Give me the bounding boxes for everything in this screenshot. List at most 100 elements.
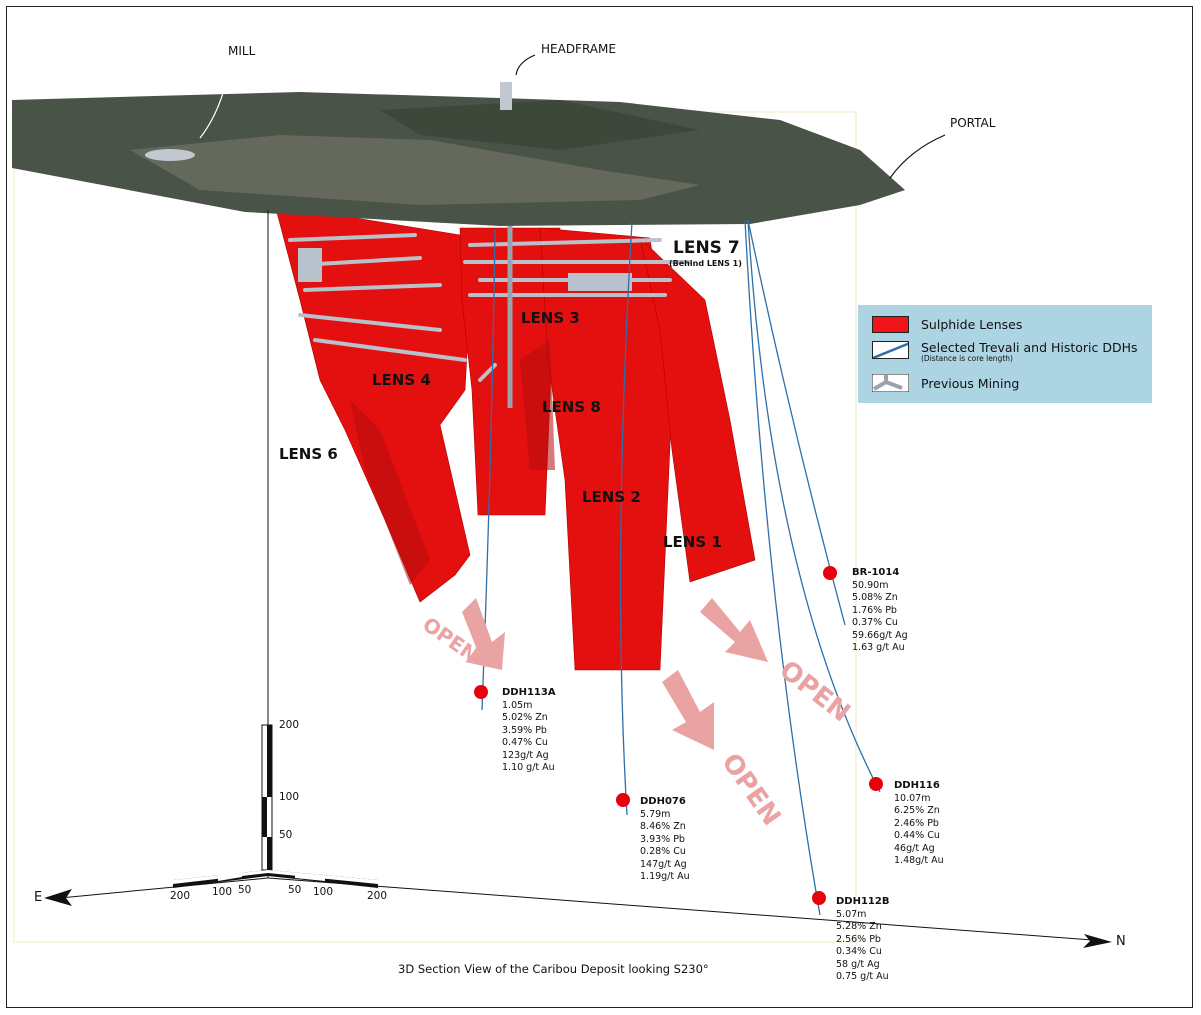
north-arrow-icon — [1083, 934, 1112, 948]
open-arrow-icon — [462, 598, 505, 670]
headframe-leader-arrow — [515, 54, 536, 76]
vertical-scale-tick: 50 — [279, 829, 293, 841]
vertical-scale-tick: 200 — [279, 719, 300, 731]
mill-leader-arrow — [199, 63, 231, 139]
north-axis-line — [267, 877, 1093, 941]
intercept-length: 1.05m — [502, 699, 533, 711]
intercept-length: 5.79m — [640, 808, 671, 820]
north-scale-tick: 200 — [367, 890, 388, 902]
silver-grade: 147g/t Ag — [640, 858, 687, 870]
drill-callout-ddh076: DDH076 5.79m 8.46% Zn 3.93% Pb 0.28% Cu … — [640, 796, 690, 884]
east-arrow-icon — [44, 889, 72, 906]
silver-grade: 46g/t Ag — [894, 842, 935, 854]
intercept-dot-ddh116 — [869, 777, 883, 791]
drill-hole-swatch-icon — [872, 341, 909, 359]
lead-grade: 1.76% Pb — [852, 604, 897, 616]
portal-leader-arrow — [889, 134, 946, 179]
lens-2-label: LENS 2 — [582, 488, 641, 506]
intercept-length: 50.90m — [852, 579, 889, 591]
silver-grade: 59.66g/t Ag — [852, 629, 908, 641]
lens-4-label: LENS 4 — [372, 371, 431, 389]
gold-grade: 1.10 g/t Au — [502, 762, 555, 773]
zinc-grade: 6.25% Zn — [894, 805, 940, 816]
drill-callout-br1014: BR-1014 50.90m 5.08% Zn 1.76% Pb 0.37% C… — [852, 567, 908, 655]
copper-grade: 0.44% Cu — [894, 830, 940, 841]
zinc-grade: 5.08% Zn — [852, 592, 898, 603]
north-scale-tick: 50 — [288, 884, 302, 896]
mining-swatch-icon — [872, 374, 909, 392]
drill-hole-ddh116 — [747, 219, 881, 793]
lens-7-note: (Behind LENS 1) — [669, 259, 742, 268]
lead-grade: 2.46% Pb — [894, 817, 939, 829]
copper-grade: 0.34% Cu — [836, 946, 882, 957]
drill-hole-name: DDH113A — [502, 687, 556, 698]
vertical-scale-bar — [261, 724, 273, 871]
zinc-grade: 5.28% Zn — [836, 921, 882, 932]
lens-1-label: LENS 1 — [663, 533, 722, 551]
previous-mining-workings — [288, 233, 692, 382]
north-direction-label: N — [1116, 934, 1126, 949]
lens-8-label: LENS 8 — [542, 398, 601, 416]
intercept-length: 5.07m — [836, 908, 867, 920]
copper-grade: 0.28% Cu — [640, 846, 686, 857]
lead-grade: 2.56% Pb — [836, 933, 881, 945]
east-scale-bar — [173, 870, 268, 888]
zinc-grade: 5.02% Zn — [502, 712, 548, 723]
drill-hole-name: DDH116 — [894, 780, 940, 791]
east-scale-tick: 100 — [212, 886, 233, 898]
legend-note: (Distance is core length) — [921, 354, 1013, 363]
legend-item-mining: Previous Mining — [872, 374, 1019, 392]
intercept-dot-ddh112b — [812, 891, 826, 905]
lens-shading — [350, 400, 430, 585]
lens-6-label: LENS 6 — [279, 445, 338, 463]
north-scale-tick: 100 — [313, 886, 334, 898]
copper-grade: 0.47% Cu — [502, 737, 548, 748]
lead-grade: 3.93% Pb — [640, 833, 685, 845]
legend-label: Previous Mining — [921, 375, 1020, 391]
portal-label: PORTAL — [950, 116, 996, 130]
intercept-dot-br1014 — [823, 566, 837, 580]
lead-grade: 3.59% Pb — [502, 724, 547, 736]
open-arrow-icon — [700, 598, 768, 662]
terrain-cleared-area — [130, 135, 700, 205]
open-arrow-icon — [662, 670, 714, 750]
legend-item-sulphide: Sulphide Lenses — [872, 316, 1022, 333]
mill-label: MILL — [228, 44, 256, 58]
north-scale-bar — [268, 870, 378, 888]
gold-grade: 0.75 g/t Au — [836, 971, 889, 982]
lens-7-label: LENS 7 — [673, 238, 740, 258]
terrain-forest — [380, 100, 700, 150]
headframe-label: HEADFRAME — [541, 42, 616, 56]
gold-grade: 1.19g/t Au — [640, 871, 690, 882]
legend-item-ddh: Selected Trevali and Historic DDHs (Dist… — [872, 341, 1138, 363]
gold-grade: 1.63 g/t Au — [852, 642, 905, 653]
copper-grade: 0.37% Cu — [852, 617, 898, 628]
headframe-structure — [500, 82, 512, 110]
legend-label: Sulphide Lenses — [921, 317, 1023, 332]
legend: Sulphide Lenses Selected Trevali and His… — [858, 305, 1152, 403]
lens-1-body — [639, 237, 756, 583]
silver-grade: 123g/t Ag — [502, 749, 549, 761]
lens-3-label: LENS 3 — [521, 309, 580, 327]
east-axis-line — [59, 877, 269, 899]
drill-hole-name: DDH112B — [836, 896, 890, 907]
sulphide-swatch-icon — [872, 316, 909, 333]
drill-callout-ddh116: DDH116 10.07m 6.25% Zn 2.46% Pb 0.44% Cu… — [894, 780, 944, 868]
drill-hole-name: BR-1014 — [852, 567, 900, 578]
drill-callout-ddh113a: DDH113A 1.05m 5.02% Zn 3.59% Pb 0.47% Cu… — [502, 687, 556, 775]
gold-grade: 1.48g/t Au — [894, 855, 944, 866]
drill-hole-name: DDH076 — [640, 796, 686, 807]
lens-shading — [520, 340, 555, 470]
east-direction-label: E — [34, 890, 43, 905]
intercept-dot-ddh113a — [474, 685, 488, 699]
intercept-dot-ddh076 — [616, 793, 630, 807]
figure-caption: 3D Section View of the Caribou Deposit l… — [398, 962, 709, 976]
east-scale-tick: 50 — [238, 884, 252, 896]
legend-label: Selected Trevali and Historic DDHs — [921, 340, 1138, 355]
drill-hole-ddh112b — [744, 219, 821, 916]
zinc-grade: 8.46% Zn — [640, 821, 686, 832]
mill-building — [145, 149, 195, 161]
drill-hole-ddh076 — [619, 221, 633, 816]
drill-callout-ddh112b: DDH112B 5.07m 5.28% Zn 2.56% Pb 0.34% Cu… — [836, 896, 889, 984]
